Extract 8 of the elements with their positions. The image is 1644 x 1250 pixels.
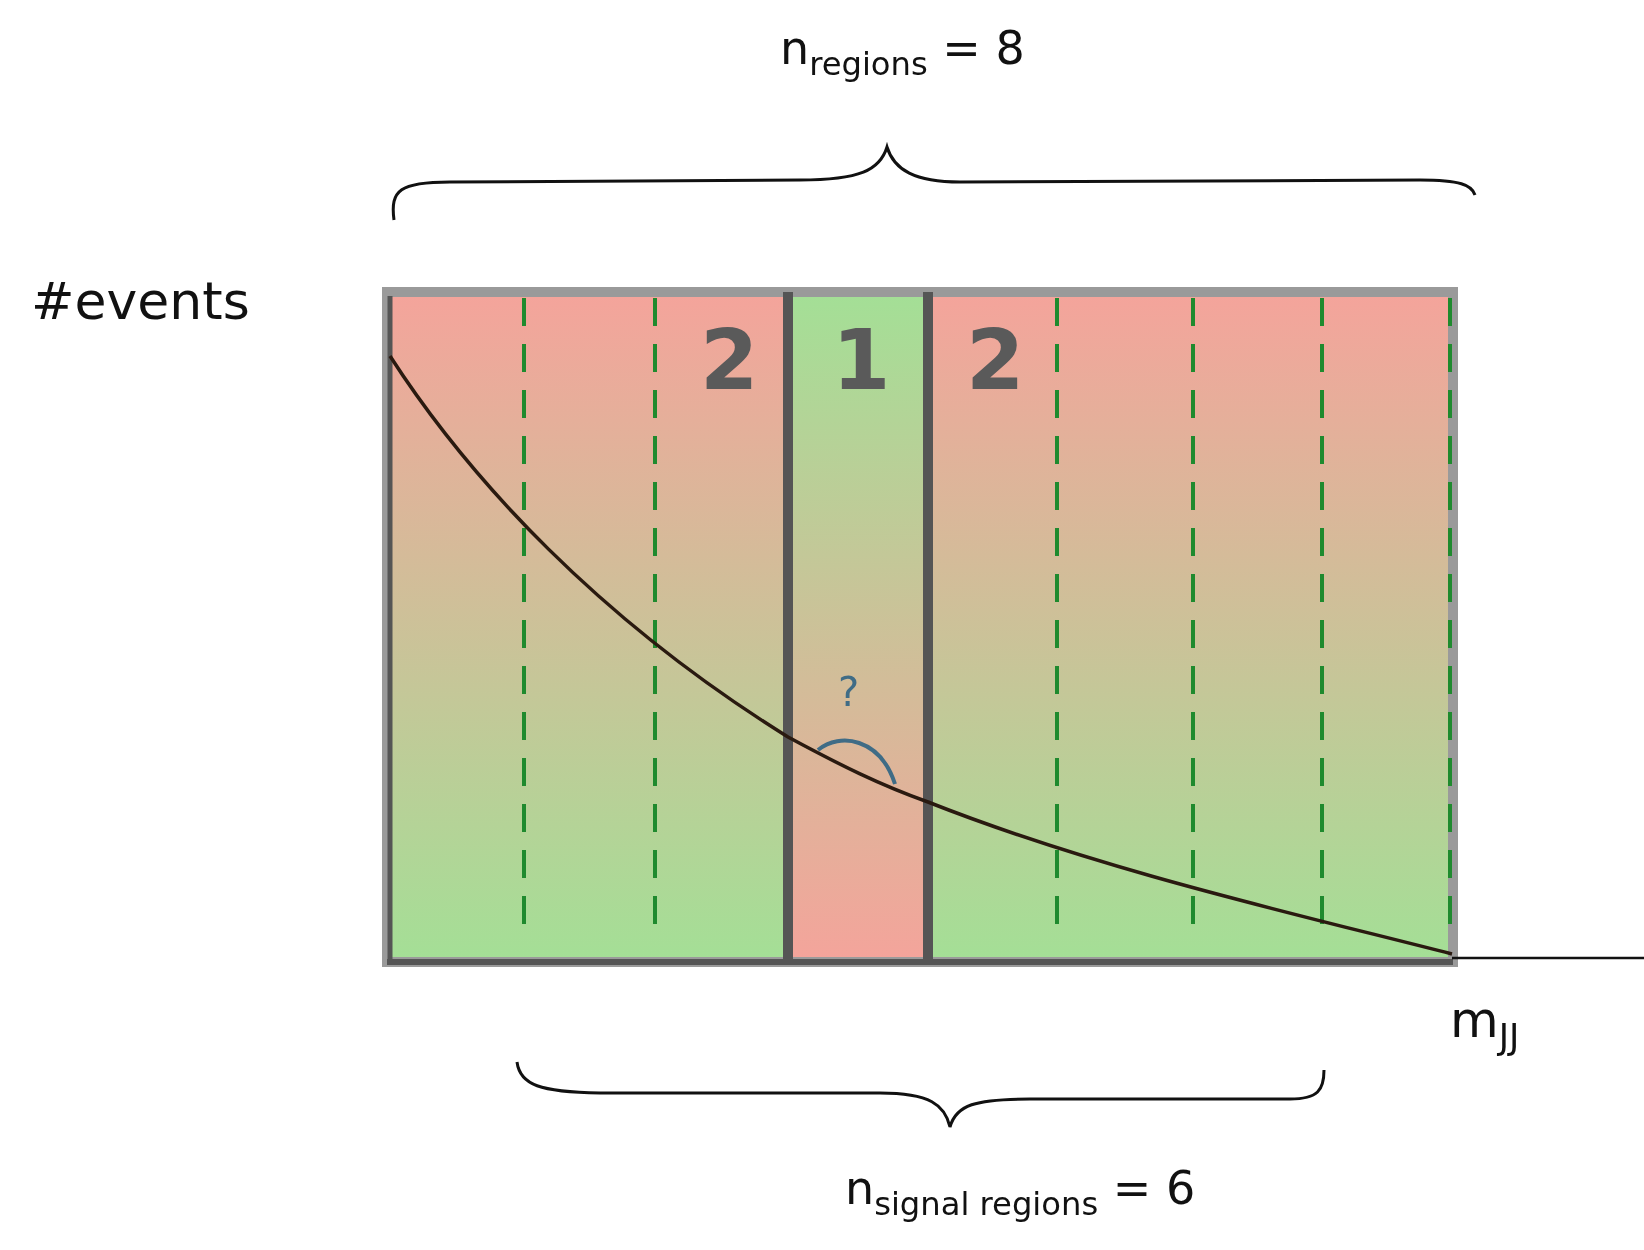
axis-label: #events: [31, 275, 250, 327]
region-number: 2: [966, 318, 1025, 402]
brace-label: n$_{regions}$ = 8: [780, 25, 1025, 81]
axis-label: m$_{JJ}$: [1450, 995, 1520, 1056]
question-mark: ?: [838, 672, 860, 712]
region-number: 2: [700, 318, 759, 402]
brace-label: n$_{signal regions}$ = 6: [845, 1165, 1196, 1221]
region-number: 1: [832, 318, 891, 402]
